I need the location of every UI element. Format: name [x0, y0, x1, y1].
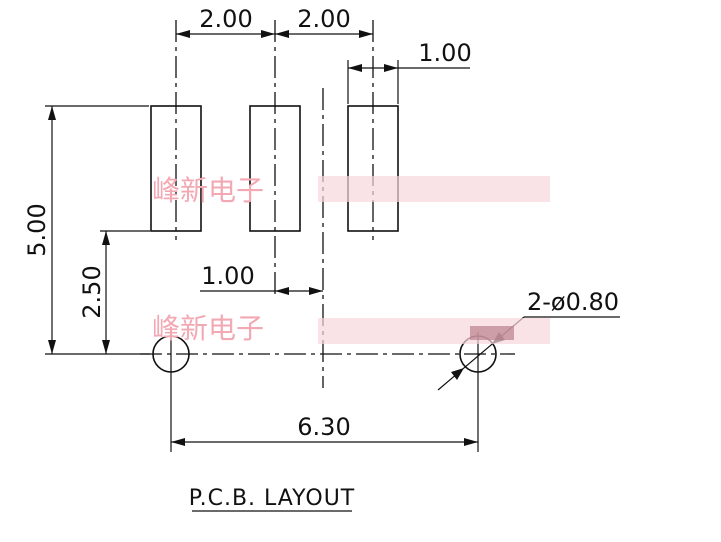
arrowhead [359, 30, 373, 38]
arrowhead [451, 368, 464, 380]
watermark-blur-dark [470, 326, 514, 340]
dim-pad-width: 1.00 [418, 39, 471, 67]
arrowhead [102, 340, 110, 354]
dim-pitch-right: 2.00 [297, 5, 350, 33]
watermark-blur-top [318, 176, 550, 202]
dim-pitch-left: 2.00 [199, 5, 252, 33]
dim-offset-center: 1.00 [201, 262, 254, 290]
drawing-title: P.C.B. LAYOUT [189, 486, 355, 511]
dim-hole-spec: 2-ø0.80 [527, 288, 619, 316]
watermark-blur-bottom [318, 318, 550, 344]
dim-height-total: 5.00 [23, 203, 51, 256]
arrowhead [384, 64, 398, 72]
arrowhead [102, 231, 110, 245]
arrowhead [348, 64, 362, 72]
dim-hole-spacing: 6.30 [297, 413, 350, 441]
arrowhead [464, 438, 478, 446]
arrowhead [275, 287, 289, 295]
arrowhead [176, 30, 190, 38]
watermark-top: 峰新电子 [152, 174, 264, 207]
arrowhead [309, 287, 323, 295]
watermark-bottom: 峰新电子 [152, 312, 264, 345]
arrowhead [261, 30, 275, 38]
arrowhead [275, 30, 289, 38]
arrowhead [48, 106, 56, 120]
dim-height-half: 2.50 [78, 265, 106, 318]
arrowhead [48, 340, 56, 354]
arrowhead [171, 438, 185, 446]
